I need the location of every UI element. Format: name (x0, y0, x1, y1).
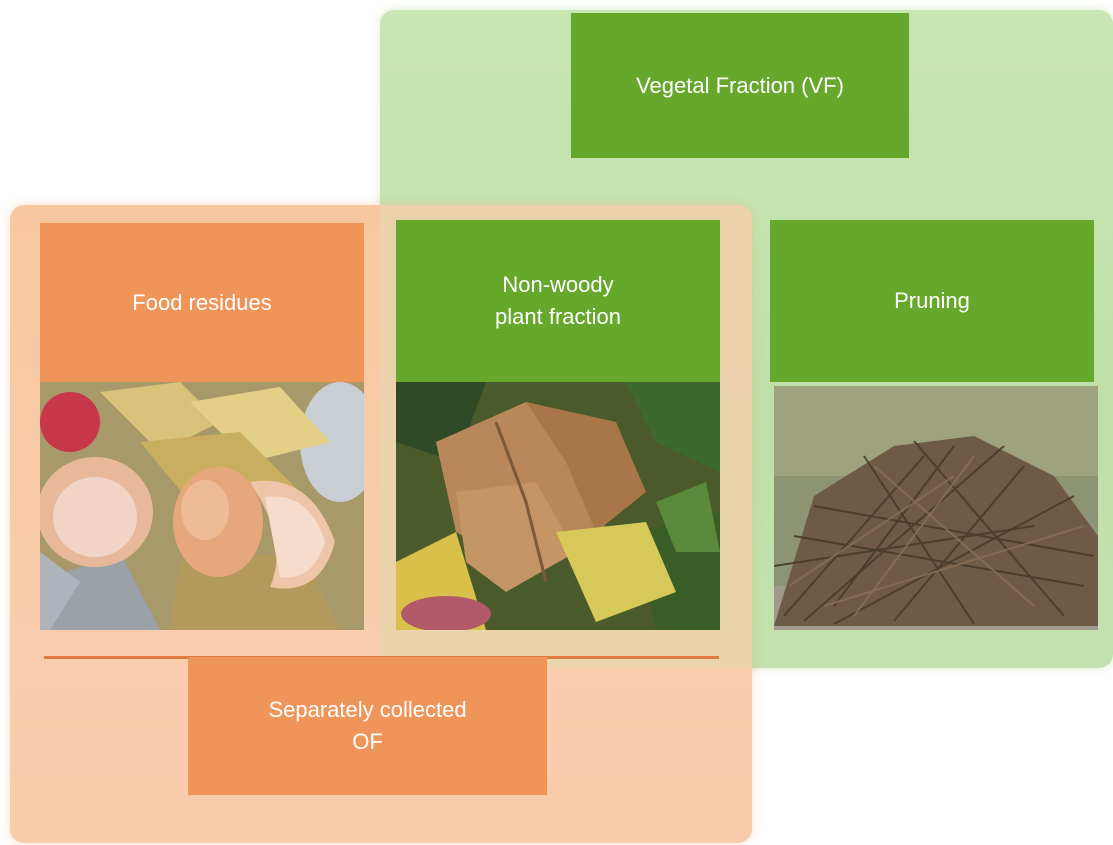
non-woody-plant-fraction-label: Non-woody plant fraction (396, 220, 720, 382)
food-residues-label: Food residues (40, 223, 364, 382)
pruning-label: Pruning (770, 220, 1094, 382)
vegetal-fraction-title: Vegetal Fraction (VF) (571, 13, 909, 158)
pruning-photo (774, 386, 1098, 630)
non-woody-plant-fraction-photo (396, 382, 720, 630)
food-residues-photo (40, 382, 364, 630)
separately-collected-of-title: Separately collected OF (188, 657, 547, 795)
